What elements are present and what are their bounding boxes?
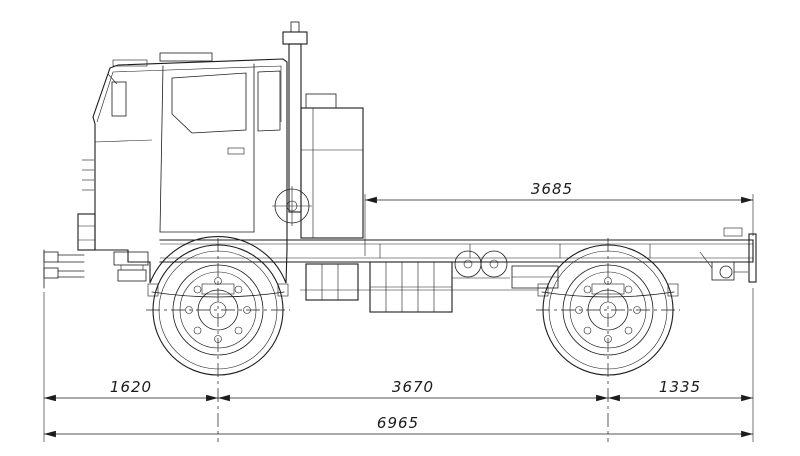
dimension-bottom-row: 1620 3670 1335 xyxy=(43,288,754,442)
dimension-overall-length: 6965 xyxy=(44,414,753,438)
mirror xyxy=(107,73,127,117)
dim-label-rear-frame-section: 3685 xyxy=(531,180,573,198)
battery-box xyxy=(305,263,359,301)
dimension-rear-frame-section: 3685 xyxy=(364,180,754,256)
dim-label-overall-length: 6965 xyxy=(377,414,419,432)
engine-air-box xyxy=(272,93,364,239)
fuel-tank xyxy=(369,261,453,313)
front-bumper xyxy=(77,213,96,251)
front-tow-hooks xyxy=(43,249,85,289)
axle-centerlines xyxy=(146,238,680,442)
cab xyxy=(82,52,288,284)
air-tanks xyxy=(452,250,510,279)
entry-steps xyxy=(113,251,149,282)
dim-label-rear-axle-to-frame-end: 1335 xyxy=(659,378,701,396)
dim-label-front-overhang-to-front-axle: 1620 xyxy=(110,378,152,396)
rear-towing-device xyxy=(699,227,757,283)
chassis-frame xyxy=(159,239,754,291)
dim-label-wheelbase: 3670 xyxy=(392,378,434,396)
muffler xyxy=(511,265,559,289)
